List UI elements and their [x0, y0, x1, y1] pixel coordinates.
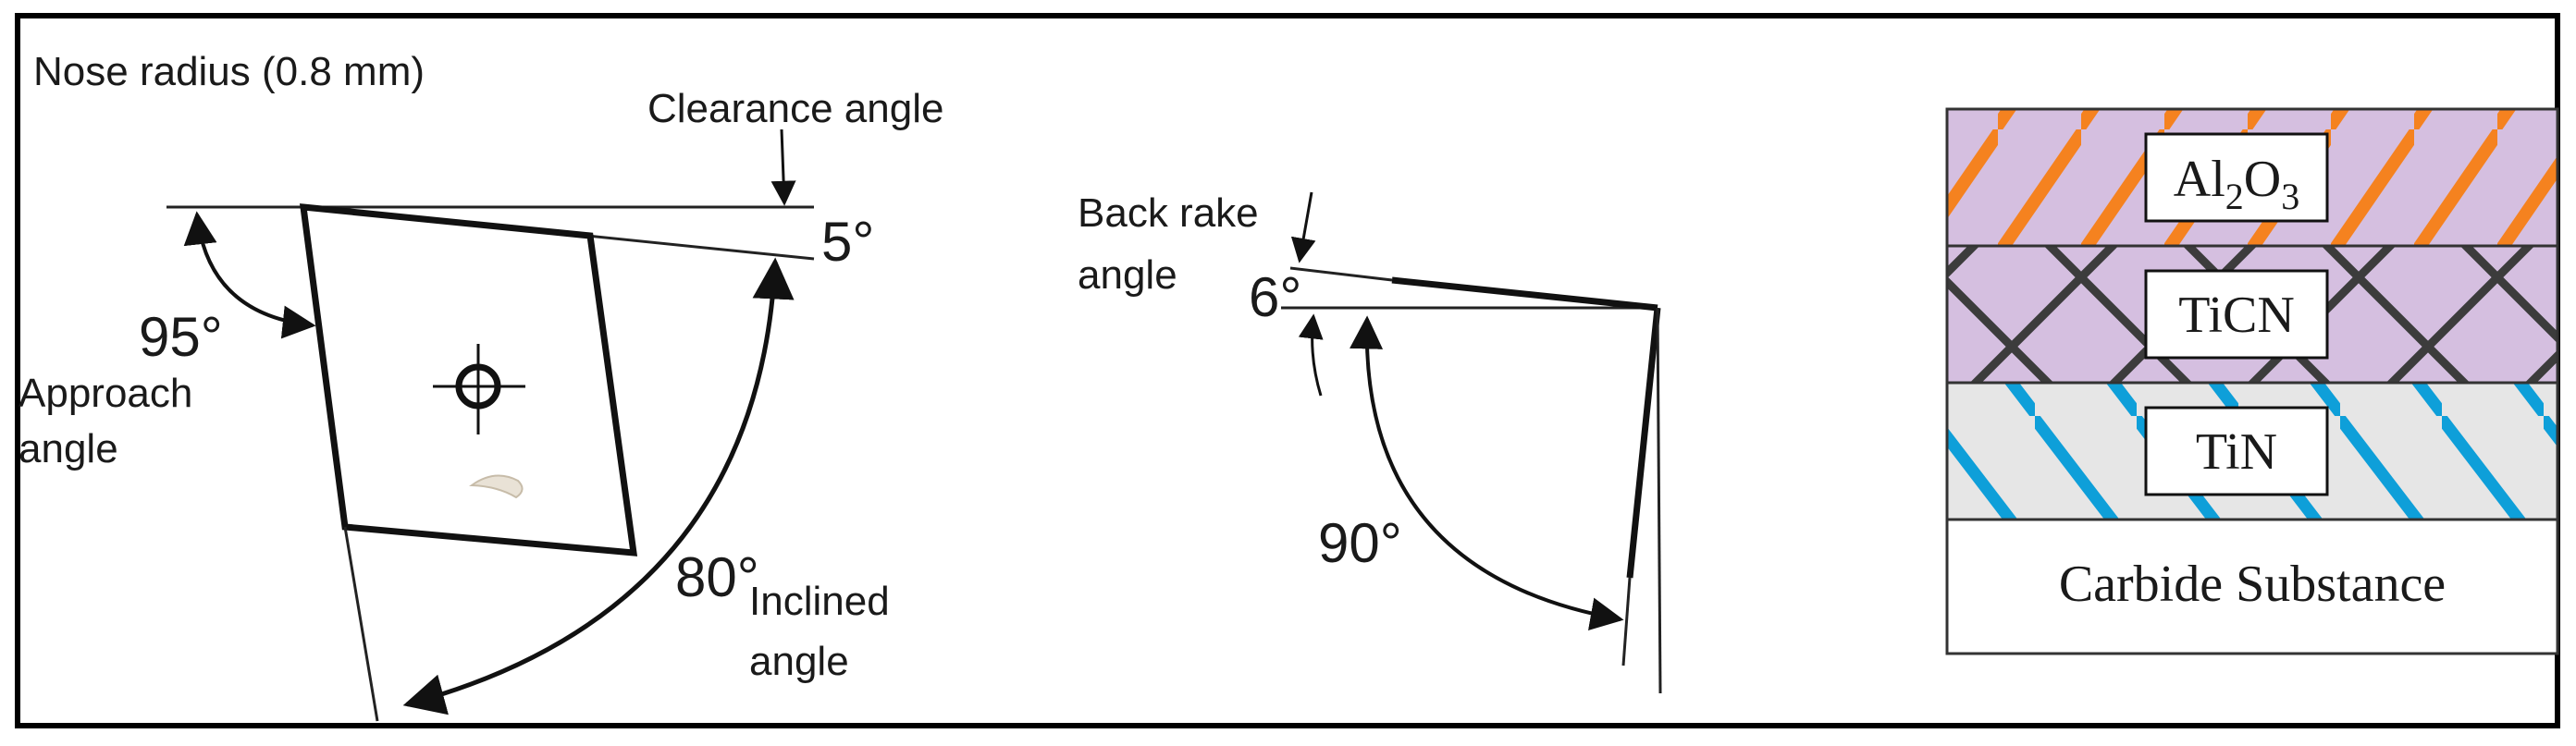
rake-thin-line	[1289, 266, 1393, 282]
edge-extension	[343, 526, 379, 722]
right-angle-value: 90°	[1318, 512, 1402, 574]
insert-body	[299, 203, 638, 556]
clearance-angle-value: 5°	[821, 211, 874, 273]
vertical-reference-line	[1656, 307, 1662, 694]
back-rake-label-line2: angle	[1078, 252, 1177, 298]
layer-substrate	[1945, 518, 2559, 655]
back-rake-value: 6°	[1249, 266, 1301, 328]
flank-face	[1626, 307, 1661, 579]
insert-side-view: Back rake angle 6° 90°	[1078, 190, 1662, 694]
inclined-angle-label-line1: Inclined	[749, 579, 890, 624]
back-rake-arrow-bottom	[1298, 313, 1324, 397]
label-box-ticn	[2144, 269, 2329, 360]
approach-angle-label-line2: angle	[18, 426, 118, 471]
inclined-angle-label-line2: angle	[749, 639, 849, 684]
flank-extension	[1621, 577, 1632, 667]
approach-angle-arc	[183, 211, 316, 339]
inclined-angle-arc	[402, 257, 795, 715]
approach-angle-label-line1: Approach	[18, 371, 192, 416]
back-rake-arrow-top	[1290, 191, 1316, 263]
clearance-arrow	[770, 128, 796, 206]
substrate-label: Carbide Substance	[2059, 556, 2446, 613]
layer-label-tin: TiN	[2196, 423, 2277, 481]
coating-layer-stack: Al2O3 TiCN TiN Carbide Substance	[1945, 107, 2559, 655]
back-rake-label-line1: Back rake	[1078, 190, 1259, 236]
nose-radius-label: Nose radius (0.8 mm)	[33, 49, 425, 94]
layer-label-ticn: TiCN	[2178, 287, 2295, 344]
right-angle-arc	[1350, 315, 1624, 631]
approach-angle-value: 95°	[139, 306, 223, 368]
rake-face	[1391, 276, 1658, 312]
layer-label-al2o3: Al2O3	[2174, 151, 2299, 217]
label-box-al2o3	[2144, 132, 2329, 223]
label-box-tin	[2144, 406, 2329, 496]
insert-top-view: Nose radius (0.8 mm) Clearance angle 5° …	[18, 49, 943, 722]
clearance-angle-label: Clearance angle	[647, 86, 943, 131]
inclined-angle-value: 80°	[675, 546, 759, 608]
